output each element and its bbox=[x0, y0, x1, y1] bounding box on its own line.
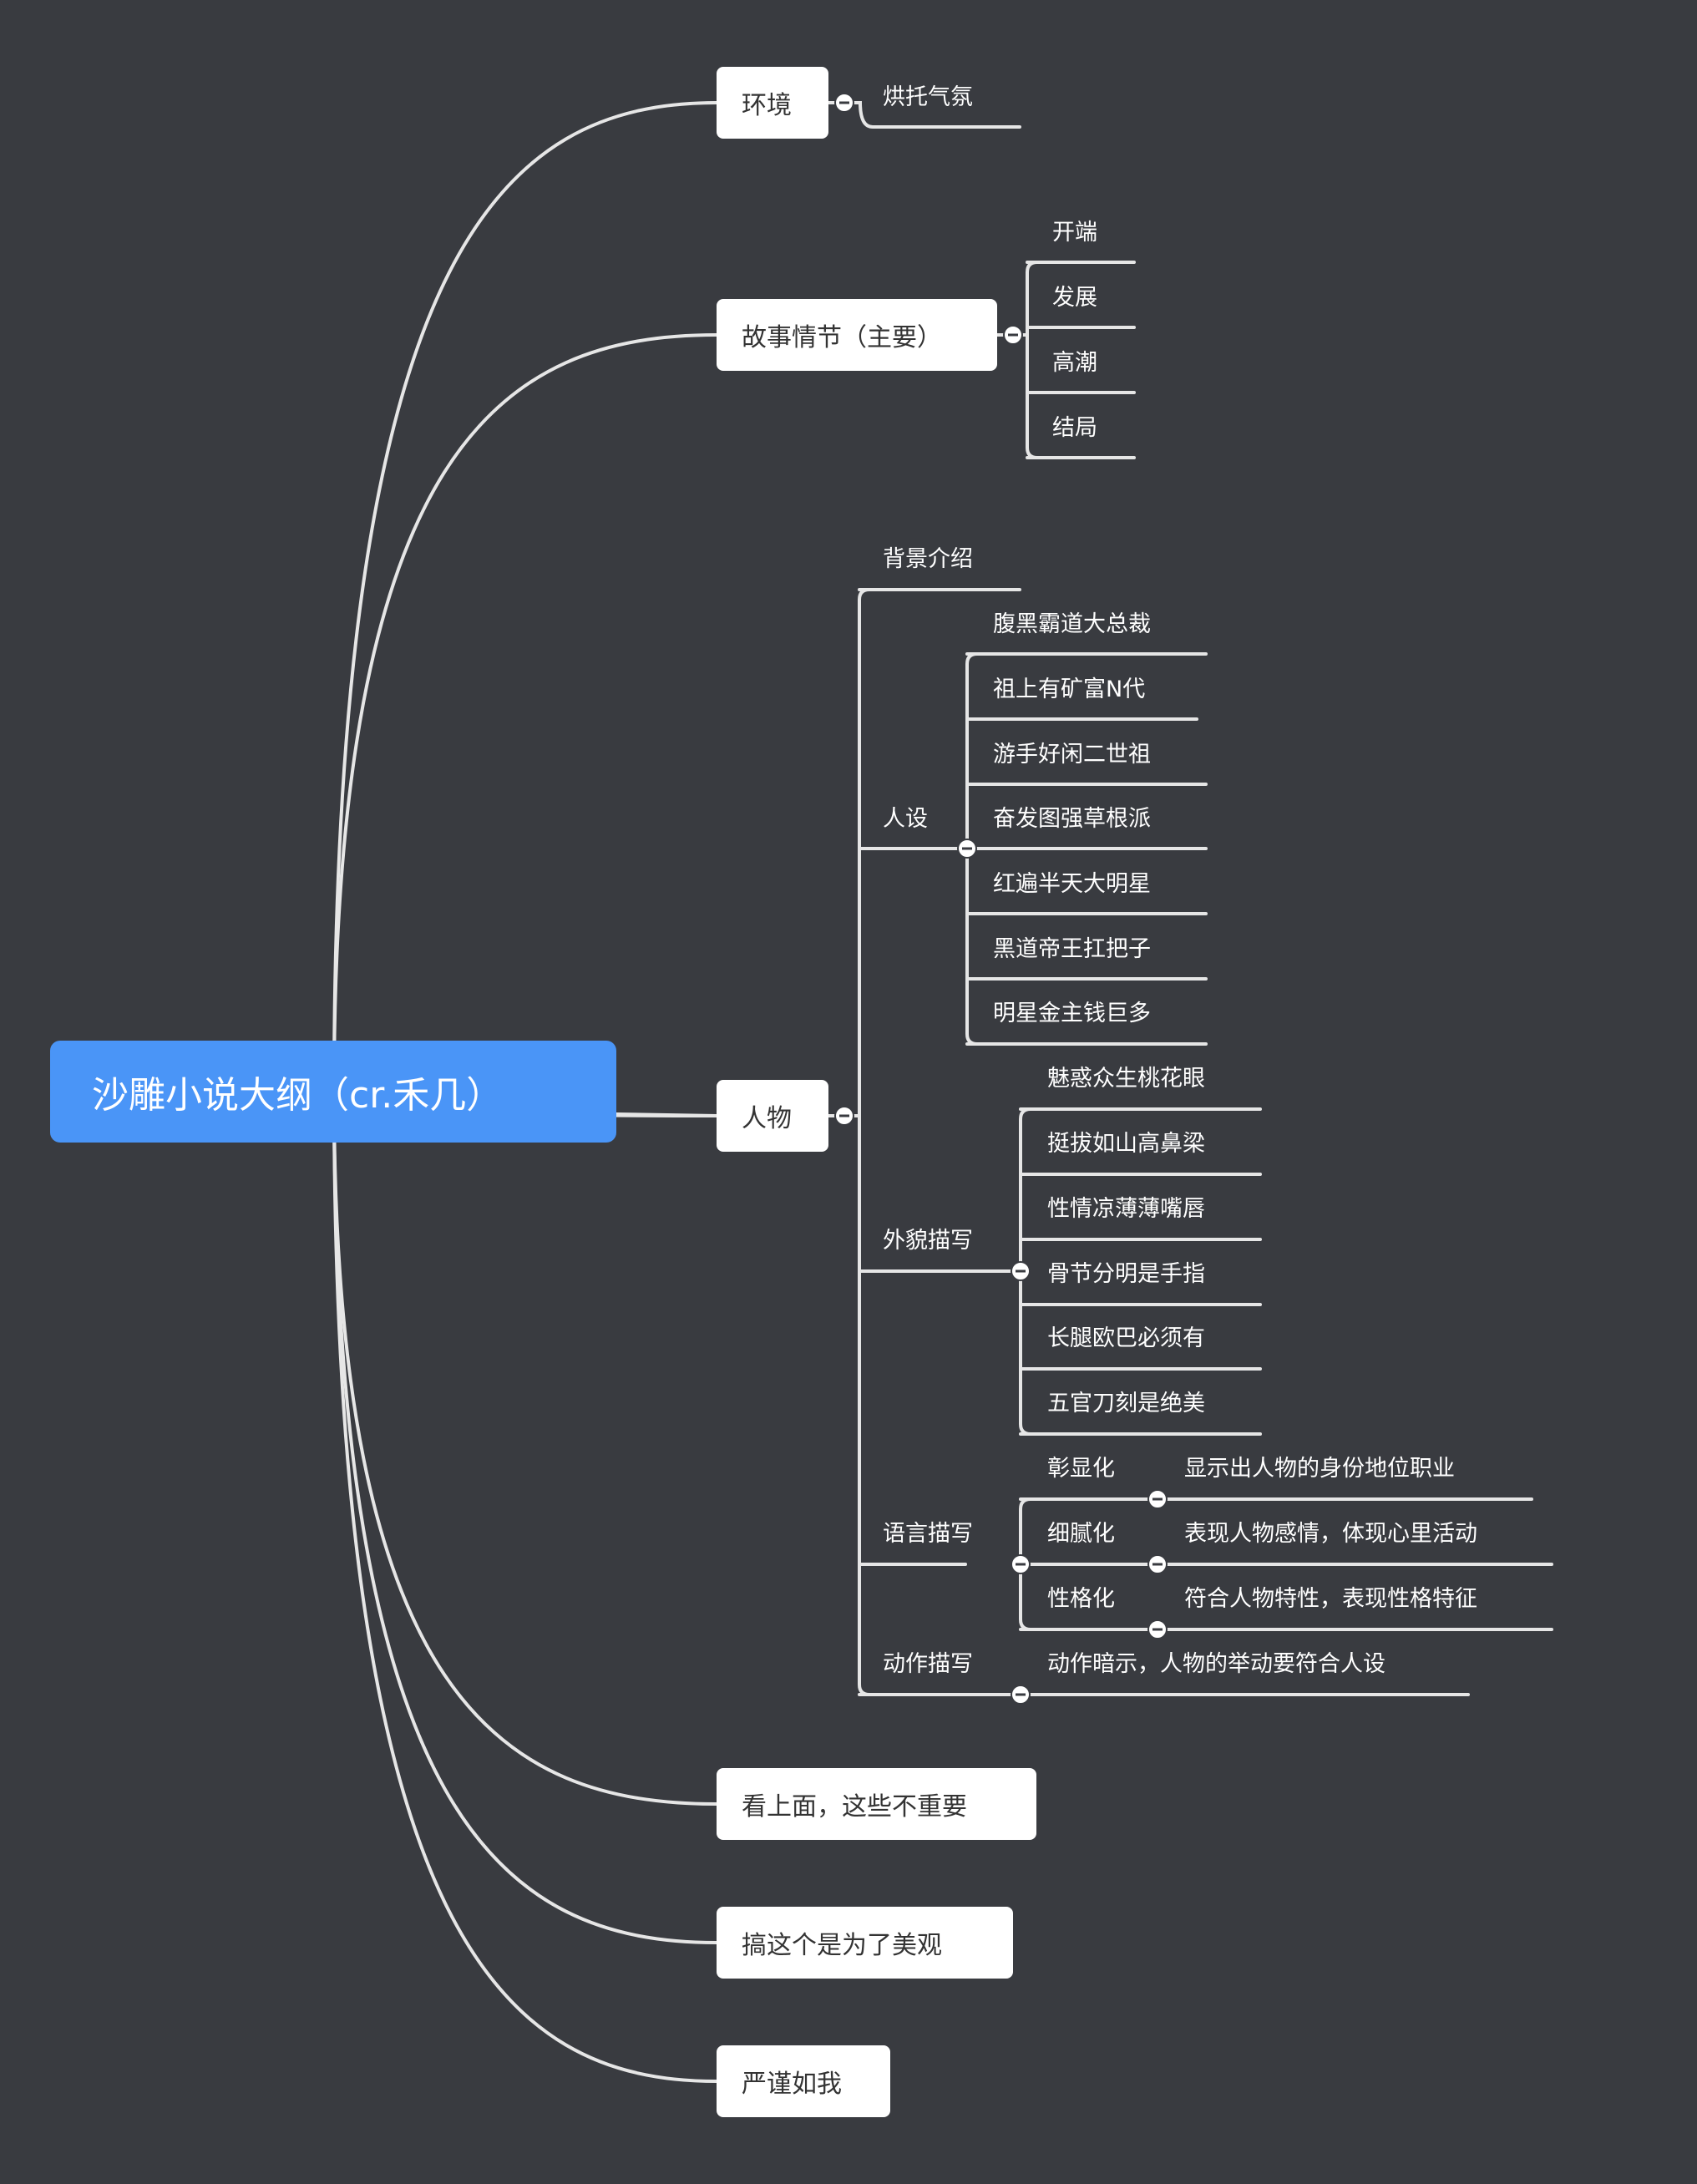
persona-item[interactable]: 腹黑霸道大总裁 bbox=[993, 611, 1151, 637]
persona-item[interactable]: 明星金主钱巨多 bbox=[993, 1001, 1151, 1026]
speech-item-detail[interactable]: 显示出人物的身份地位职业 bbox=[1184, 1456, 1455, 1482]
topic-characters[interactable]: 人物 bbox=[717, 1080, 828, 1152]
collapse-toggle-icon[interactable] bbox=[1147, 1619, 1168, 1639]
branch-curve bbox=[332, 1090, 718, 1944]
connector-line bbox=[827, 101, 1021, 129]
topic-plot[interactable]: 故事情节（主要） bbox=[717, 299, 997, 371]
subtopic-speech[interactable]: 语言描写 bbox=[883, 1521, 973, 1547]
speech-item-detail[interactable]: 符合人物特性，表现性格特征 bbox=[1184, 1586, 1477, 1612]
topic-environment[interactable]: 环境 bbox=[717, 67, 828, 139]
action-detail[interactable]: 动作暗示，人物的举动要符合人设 bbox=[1047, 1651, 1385, 1677]
collapse-toggle-icon[interactable] bbox=[834, 1106, 854, 1126]
subtopic-persona[interactable]: 人设 bbox=[883, 806, 928, 832]
subtopic-plot-beginning[interactable]: 开端 bbox=[1052, 220, 1097, 246]
topic-rigorous[interactable]: 严谨如我 bbox=[717, 2045, 890, 2117]
persona-item[interactable]: 奋发图强草根派 bbox=[993, 806, 1151, 832]
subtopic-atmosphere[interactable]: 烘托气氛 bbox=[883, 84, 973, 110]
subtopic-appearance[interactable]: 外貌描写 bbox=[883, 1228, 973, 1254]
persona-item[interactable]: 游手好闲二世祖 bbox=[993, 742, 1151, 768]
subtopic-action[interactable]: 动作描写 bbox=[883, 1651, 973, 1677]
speech-item[interactable]: 性格化 bbox=[1047, 1586, 1115, 1612]
subtopic-plot-ending[interactable]: 结局 bbox=[1052, 415, 1097, 441]
appearance-item[interactable]: 魅惑众生桃花眼 bbox=[1047, 1066, 1205, 1092]
branch-curve bbox=[332, 333, 718, 1093]
branch-curve bbox=[332, 1090, 718, 1806]
speech-item[interactable]: 彰显化 bbox=[1047, 1456, 1115, 1482]
topic-not-important[interactable]: 看上面，这些不重要 bbox=[717, 1768, 1036, 1840]
branch-curve bbox=[332, 1090, 718, 2083]
branch-line bbox=[615, 1112, 718, 1117]
collapse-toggle-icon[interactable] bbox=[1003, 325, 1023, 345]
collapse-toggle-icon[interactable] bbox=[957, 839, 977, 859]
branch-curve bbox=[332, 101, 718, 1093]
topic-label: 搞这个是为了美观 bbox=[742, 1931, 942, 1960]
collapse-toggle-icon[interactable] bbox=[1147, 1489, 1168, 1509]
subtopic-plot-climax[interactable]: 高潮 bbox=[1052, 350, 1097, 376]
topic-for-looks[interactable]: 搞这个是为了美观 bbox=[717, 1907, 1013, 1979]
root-topic[interactable]: 沙雕小说大纲（cr.禾几） bbox=[50, 1041, 616, 1143]
appearance-item[interactable]: 性情凉薄薄嘴唇 bbox=[1047, 1196, 1205, 1222]
appearance-item[interactable]: 五官刀刻是绝美 bbox=[1047, 1391, 1205, 1416]
topic-label: 故事情节（主要） bbox=[742, 323, 942, 352]
topic-label: 严谨如我 bbox=[742, 2070, 842, 2099]
root-topic-label: 沙雕小说大纲（cr.禾几） bbox=[92, 1074, 504, 1117]
connector-line bbox=[858, 588, 871, 1696]
collapse-toggle-icon[interactable] bbox=[1011, 1261, 1031, 1281]
subtopic-plot-development[interactable]: 发展 bbox=[1052, 285, 1097, 311]
persona-item[interactable]: 红遍半天大明星 bbox=[993, 871, 1151, 897]
appearance-item[interactable]: 长腿欧巴必须有 bbox=[1047, 1325, 1205, 1351]
persona-item[interactable]: 祖上有矿富N代 bbox=[993, 676, 1146, 702]
collapse-toggle-icon[interactable] bbox=[1147, 1554, 1168, 1574]
connector-line bbox=[1026, 261, 1039, 459]
topic-label: 环境 bbox=[742, 91, 792, 120]
collapse-toggle-icon[interactable] bbox=[1011, 1554, 1031, 1574]
speech-item-detail[interactable]: 表现人物感情，体现心里活动 bbox=[1184, 1521, 1477, 1547]
topic-label: 看上面，这些不重要 bbox=[742, 1792, 967, 1822]
persona-item[interactable]: 黑道帝王扛把子 bbox=[993, 936, 1151, 962]
collapse-toggle-icon[interactable] bbox=[834, 93, 854, 113]
collapse-toggle-icon[interactable] bbox=[1011, 1685, 1031, 1705]
appearance-item[interactable]: 骨节分明是手指 bbox=[1047, 1261, 1205, 1287]
subtopic-background[interactable]: 背景介绍 bbox=[883, 546, 973, 572]
topic-label: 人物 bbox=[742, 1104, 792, 1133]
appearance-item[interactable]: 挺拔如山高鼻梁 bbox=[1047, 1131, 1205, 1157]
speech-item[interactable]: 细腻化 bbox=[1047, 1521, 1115, 1547]
